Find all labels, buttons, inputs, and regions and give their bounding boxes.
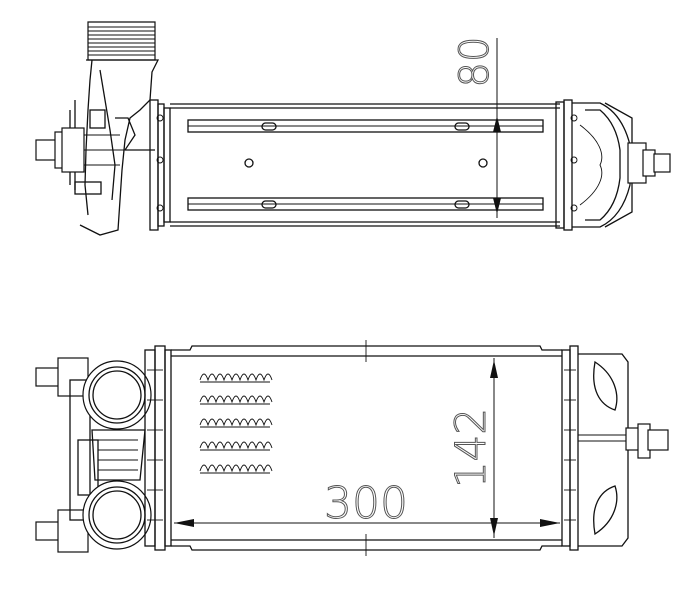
- dimension-label-80: 80: [452, 37, 498, 88]
- top-core: [170, 103, 560, 227]
- bottom-right-nozzle: [625, 423, 669, 459]
- bottom-left-flange: [144, 345, 172, 551]
- dimension-height-bottom: 142: [446, 358, 498, 538]
- bottom-core: [171, 340, 562, 556]
- left-bellows-pipe: [69, 21, 160, 236]
- top-left-flange: [149, 99, 171, 231]
- fin-pattern: [199, 373, 273, 474]
- dimension-label-300: 300: [324, 478, 408, 529]
- dimension-width-bottom: 300: [174, 478, 560, 530]
- bottom-view: 142 300: [35, 340, 669, 556]
- top-right-tank: [555, 99, 633, 231]
- top-left-nozzle: [35, 127, 125, 173]
- dimension-height-top: 80: [452, 36, 501, 218]
- dimension-label-142: 142: [446, 408, 495, 488]
- top-view: 80: [35, 21, 671, 236]
- bottom-left-ports: [82, 360, 152, 550]
- top-right-nozzle: [627, 142, 671, 184]
- bottom-right-tank: [561, 345, 629, 551]
